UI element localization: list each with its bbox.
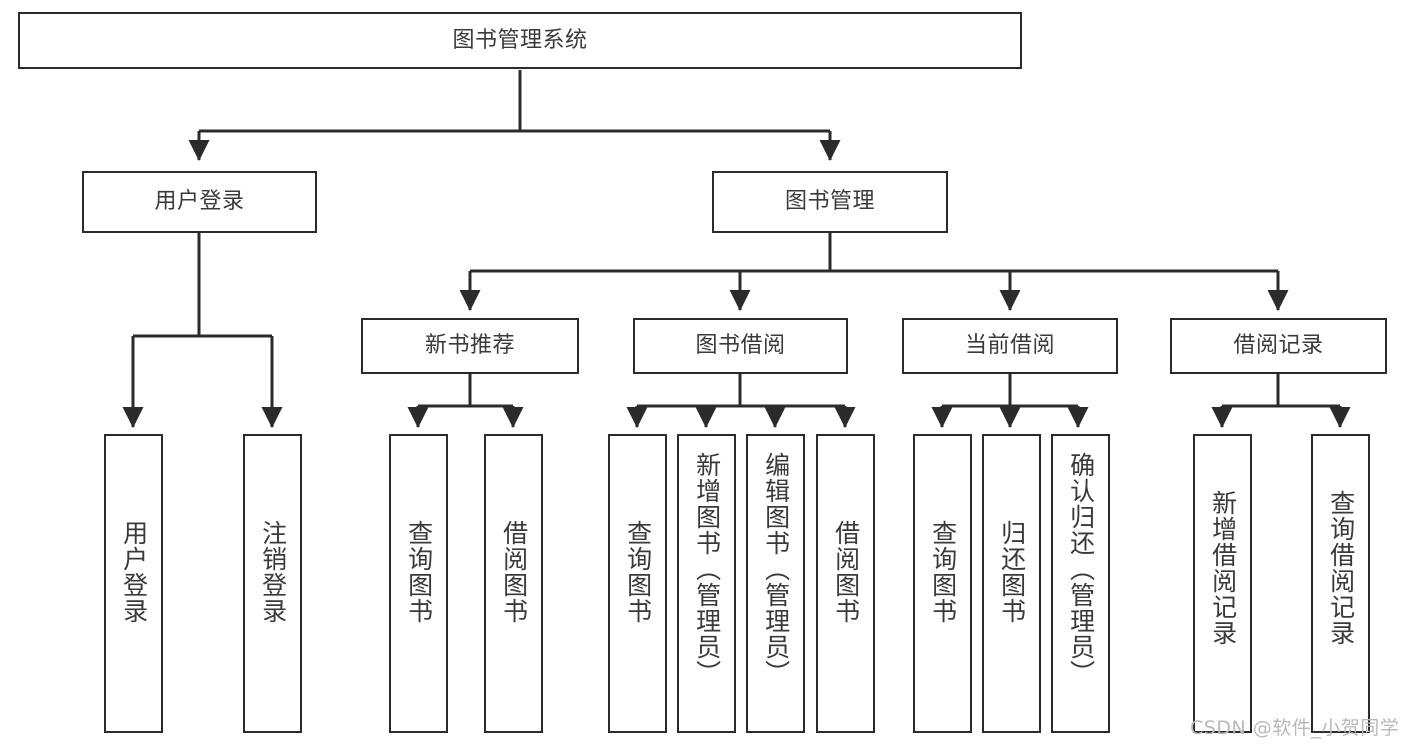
node-borrowing-records[interactable]: 借阅记录 [1170,318,1387,374]
csdn-watermark: CSDN @软件_小贺同学 [1190,717,1400,739]
node-label: 查询图书 [404,520,434,624]
node-new-book-recommendation[interactable]: 新书推荐 [361,318,579,374]
leaf-confirm-return-admin[interactable]: 确认归还（管理员） [1051,434,1110,733]
node-label: 用户登录 [154,189,245,215]
node-label: 借阅记录 [1233,333,1324,359]
leaf-borrow-book-borrowing[interactable]: 借阅图书 [816,434,875,733]
leaf-borrow-book-new-recommendation[interactable]: 借阅图书 [484,434,543,733]
node-book-borrowing[interactable]: 图书借阅 [633,318,848,374]
node-label: 借阅图书 [831,520,861,624]
leaf-add-book-admin[interactable]: 新增图书（管理员） [677,434,736,733]
node-label: 查询借阅记录 [1326,490,1356,646]
leaf-query-book-borrowing[interactable]: 查询图书 [608,434,667,733]
leaf-query-book-current[interactable]: 查询图书 [913,434,972,733]
node-label: 当前借阅 [964,333,1055,359]
node-label: 查询图书 [928,520,958,624]
node-user-login[interactable]: 用户登录 [82,171,317,233]
leaf-add-borrow-record[interactable]: 新增借阅记录 [1193,434,1252,733]
node-label: 借阅图书 [499,520,529,624]
leaf-return-book[interactable]: 归还图书 [982,434,1041,733]
node-current-borrowing[interactable]: 当前借阅 [902,318,1118,374]
node-label: 图书管理系统 [452,27,588,53]
leaf-user-logout[interactable]: 注销登录 [243,434,302,733]
node-label: 图书管理 [784,189,875,215]
leaf-query-borrow-record[interactable]: 查询借阅记录 [1311,434,1370,733]
node-label: 新增借阅记录 [1208,490,1238,646]
node-label: 归还图书 [997,520,1027,624]
leaf-user-login[interactable]: 用户登录 [104,434,163,733]
node-label: 确认归还（管理员） [1066,452,1096,686]
node-label: 注销登录 [258,520,288,624]
node-root-book-management-system[interactable]: 图书管理系统 [18,12,1022,69]
leaf-query-book-new-recommendation[interactable]: 查询图书 [389,434,448,733]
node-label: 用户登录 [119,520,149,624]
node-book-management[interactable]: 图书管理 [712,171,948,233]
node-label: 图书借阅 [695,333,786,359]
node-label: 查询图书 [623,520,653,624]
leaf-edit-book-admin[interactable]: 编辑图书（管理员） [746,434,805,733]
node-label: 新书推荐 [424,333,515,359]
node-label: 新增图书（管理员） [692,452,722,686]
node-label: 编辑图书（管理员） [761,452,791,686]
